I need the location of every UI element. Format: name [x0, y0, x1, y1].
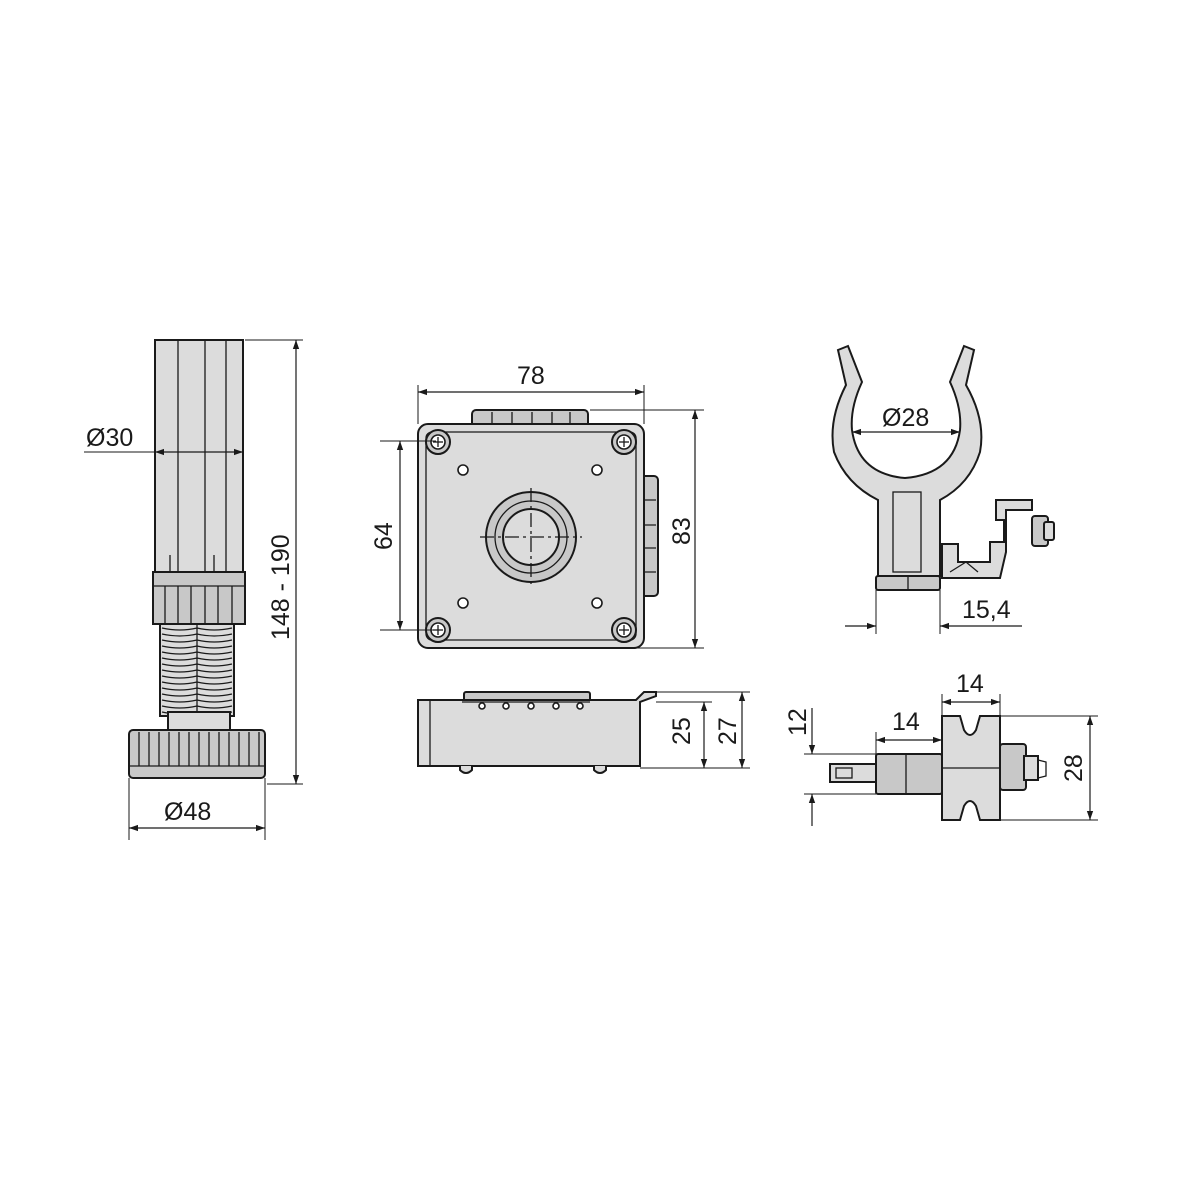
clip-dimensions: Ø28 15,4 — [845, 404, 1022, 634]
connector — [829, 715, 1047, 821]
plate-side-dimensions: 25 27 — [640, 691, 750, 769]
leg-collar — [152, 571, 246, 625]
plate-dimensions: 78 64 83 — [370, 362, 704, 649]
dim-hole-spacing-64: 64 — [370, 522, 398, 550]
plinth-clip — [831, 344, 1055, 591]
dim-head-width-14: 14 — [956, 670, 984, 698]
dim-height-range: 148 - 190 — [267, 534, 295, 640]
dim-diameter-48: Ø48 — [164, 798, 211, 826]
screw-icon — [611, 617, 637, 643]
dim-height-28: 28 — [1060, 754, 1088, 782]
dim-offset-15-4: 15,4 — [962, 596, 1011, 624]
leveling-leg — [128, 339, 266, 779]
dim-diameter-30: Ø30 — [86, 424, 133, 452]
screw-icon — [425, 617, 451, 643]
clip-bracket — [941, 499, 1033, 579]
dim-width-78: 78 — [517, 362, 545, 390]
dim-height-25: 25 — [668, 717, 696, 745]
leg-dimensions: Ø30 148 - 190 Ø48 — [84, 339, 303, 840]
connector-dimensions: 14 14 12 28 — [784, 670, 1098, 826]
dim-depth-83: 83 — [668, 517, 696, 545]
dim-body-width-14: 14 — [892, 708, 920, 736]
leg-tube — [154, 339, 244, 573]
dim-height-27: 27 — [714, 717, 742, 745]
screw-icon — [611, 429, 637, 455]
dim-height-12: 12 — [784, 708, 812, 736]
clip-body — [831, 344, 983, 577]
screw-icon — [425, 429, 451, 455]
mounting-plate-side — [417, 691, 657, 774]
mounting-plate-top — [417, 409, 659, 649]
dim-diameter-28: Ø28 — [882, 404, 929, 432]
